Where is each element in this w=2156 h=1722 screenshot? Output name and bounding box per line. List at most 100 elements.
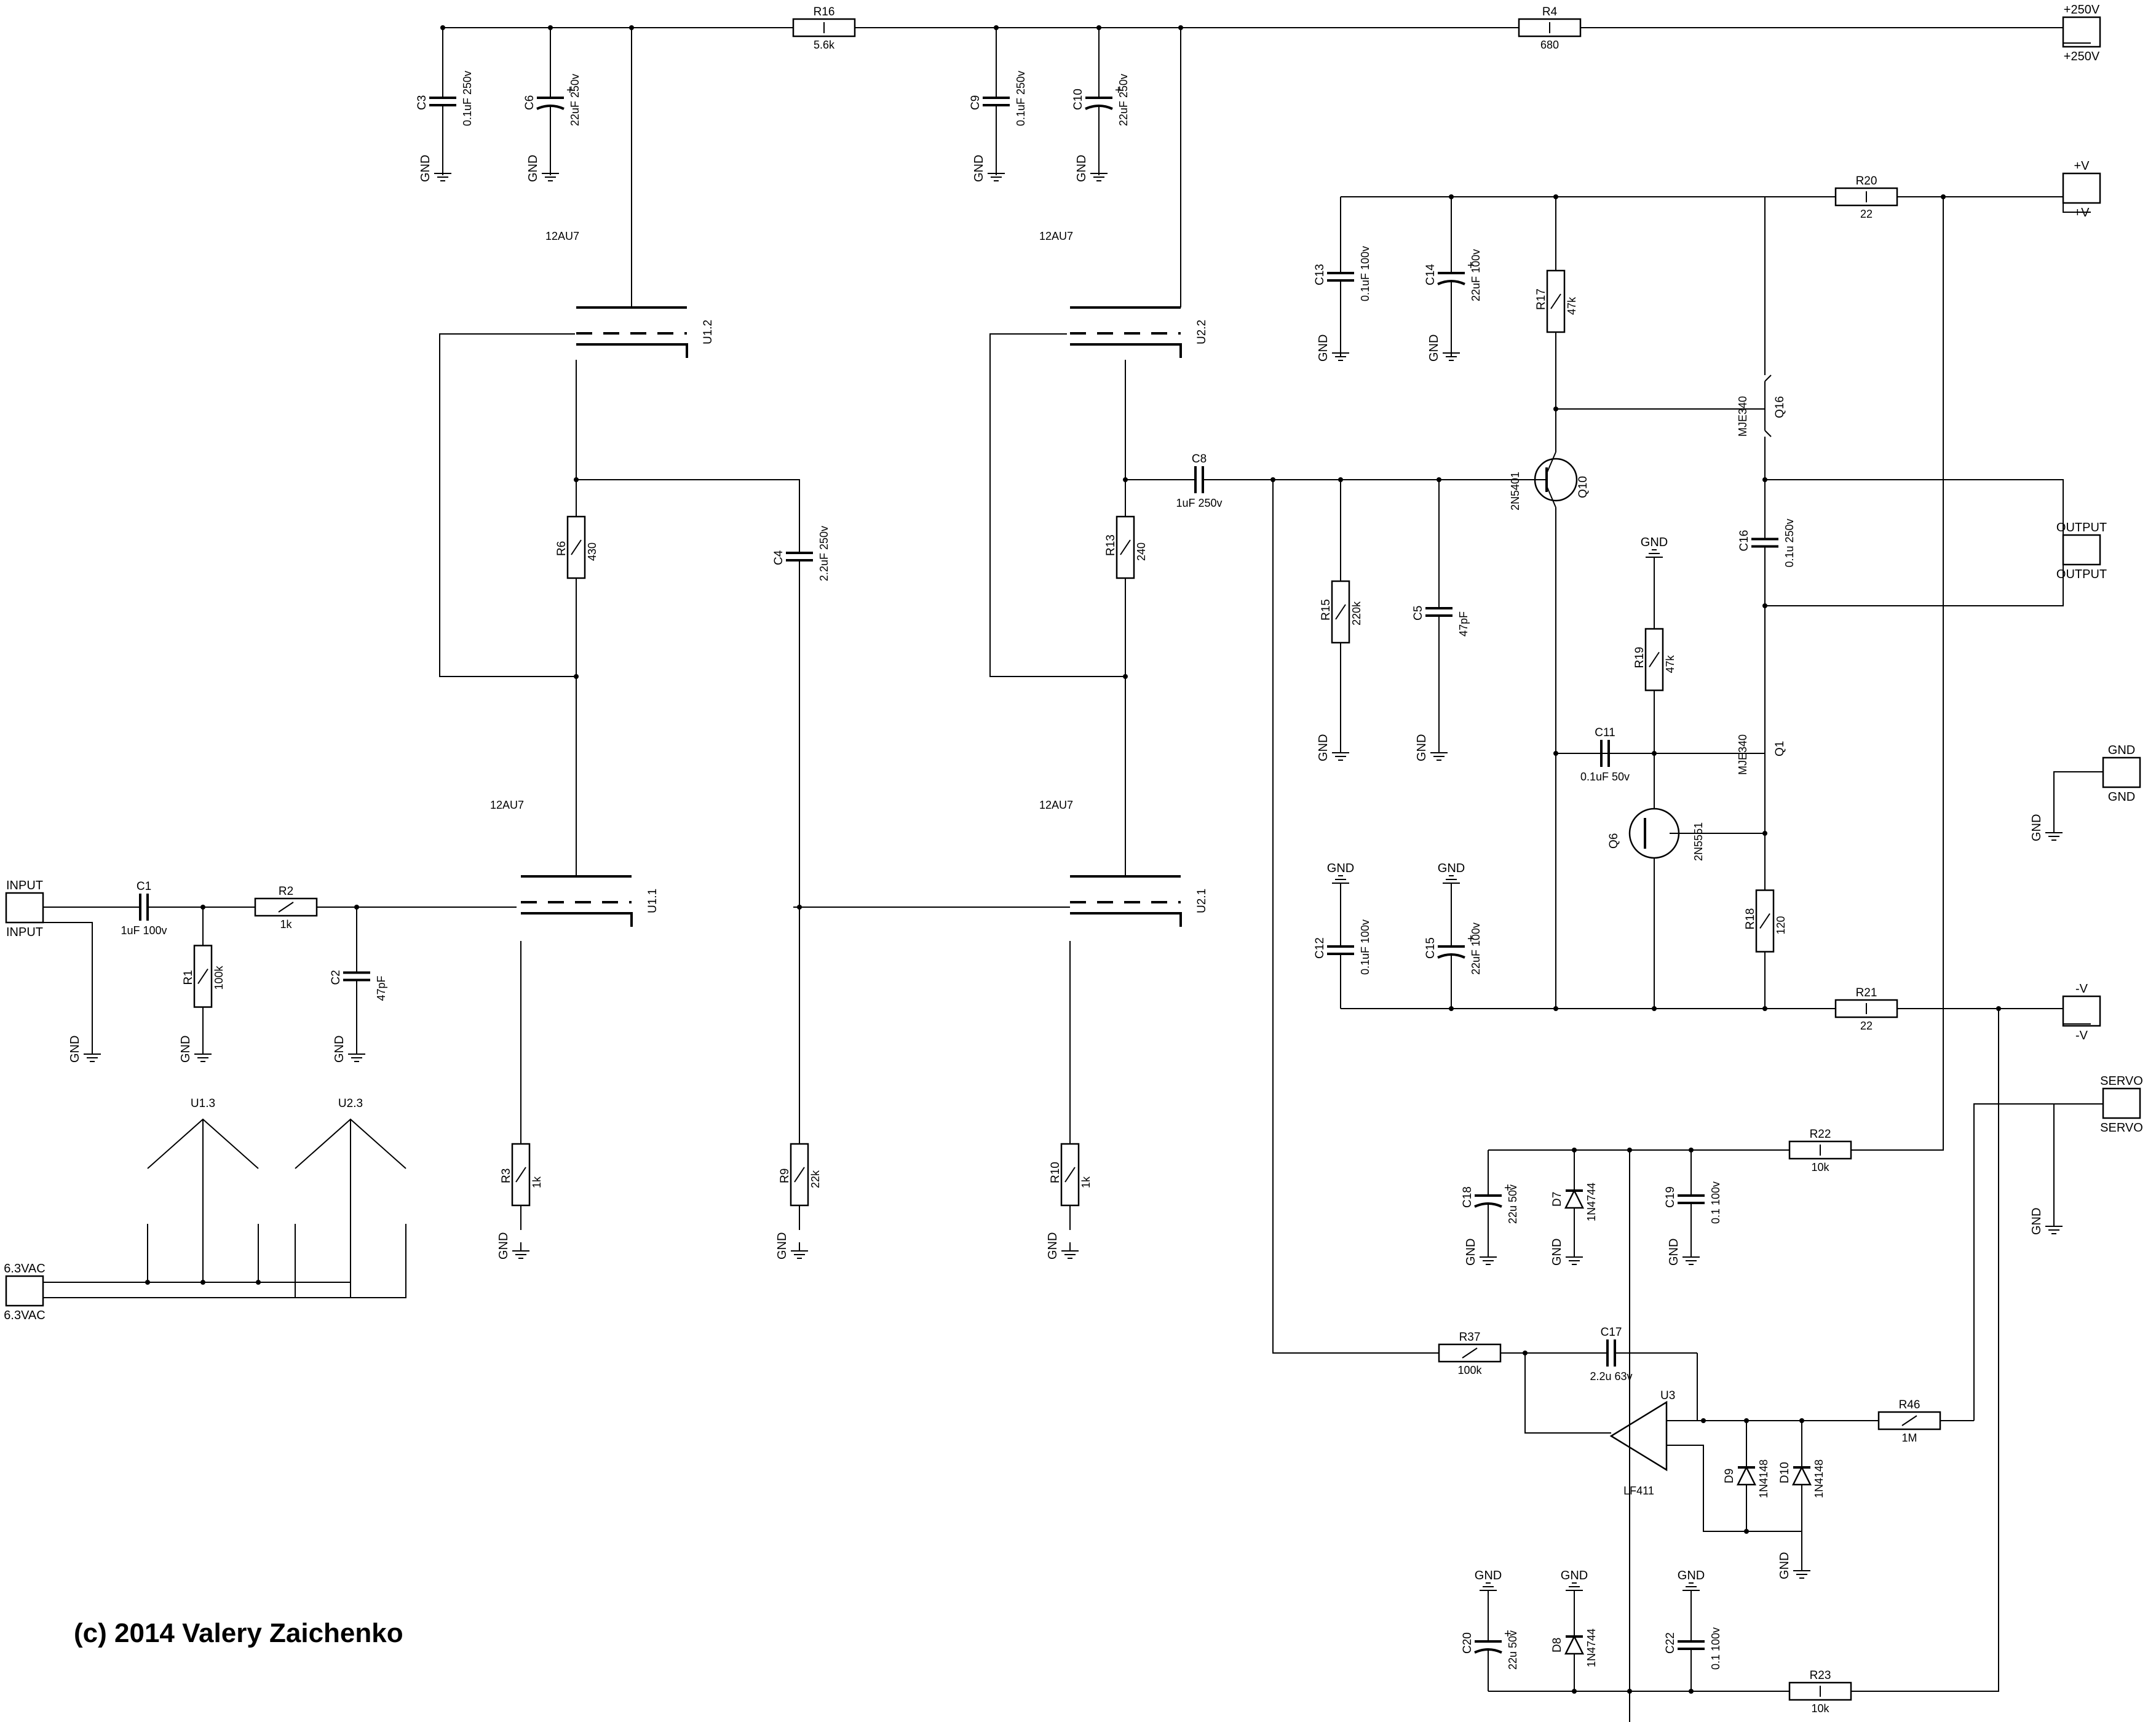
capacitor-value: 0.1uF 250v bbox=[461, 71, 474, 126]
capacitor-value: 22u 50v bbox=[1507, 1630, 1519, 1670]
tube-u1-3: U1.3 bbox=[147, 1097, 259, 1224]
resistor-value: 10k bbox=[1811, 1702, 1829, 1715]
resistor-ref: R23 bbox=[1810, 1669, 1831, 1682]
connector-label: OUTPUT bbox=[2056, 521, 2107, 534]
wire bbox=[2053, 771, 2103, 824]
wire bbox=[1765, 479, 2064, 535]
resistor-ref: R19 bbox=[1633, 647, 1646, 669]
capacitor-ref: C1 bbox=[137, 880, 151, 893]
ground-symbol: GND bbox=[1561, 1569, 1588, 1599]
resistor-value: 1k bbox=[1080, 1176, 1092, 1188]
connector-label: 6.3VAC bbox=[4, 1262, 45, 1276]
plus-sign: + bbox=[566, 84, 574, 97]
ground-symbol: GND bbox=[1778, 1552, 1810, 1579]
ground-label: GND bbox=[1046, 1232, 1060, 1260]
connector-label: -V bbox=[2075, 1029, 2088, 1042]
resistor-value: 47k bbox=[1566, 296, 1578, 315]
ground-symbol: GND bbox=[1641, 536, 1668, 566]
junction-dot bbox=[574, 674, 579, 679]
ground-label: GND bbox=[419, 155, 432, 182]
ground-label: GND bbox=[1438, 862, 1465, 875]
resistor-ref: R13 bbox=[1104, 534, 1117, 556]
tube-type: 12AU7 bbox=[1039, 799, 1073, 811]
ground-symbol: GND bbox=[333, 1036, 365, 1063]
capacitor-ref: C18 bbox=[1461, 1186, 1474, 1208]
capacitor-value: 22uF 100v bbox=[1470, 249, 1482, 301]
ground-label: GND bbox=[1317, 734, 1330, 761]
opamp-value: LF411 bbox=[1623, 1485, 1654, 1497]
junction-dot bbox=[1744, 1529, 1749, 1534]
resistor-value: 22k bbox=[809, 1170, 822, 1188]
resistor-value: 430 bbox=[586, 542, 598, 561]
capacitor-ref: C2 bbox=[330, 970, 343, 985]
tube-ref: U1.1 bbox=[646, 889, 659, 913]
resistor-ref: R46 bbox=[1899, 1399, 1920, 1411]
connector-label: +V bbox=[2074, 159, 2090, 173]
capacitor-value: 2.2u 63v bbox=[1590, 1370, 1632, 1383]
wire bbox=[43, 1224, 406, 1298]
capacitor-ref: C4 bbox=[772, 550, 785, 565]
capacitor-ref: C6 bbox=[523, 95, 536, 110]
ground-label: GND bbox=[1327, 862, 1354, 875]
resistor-r46: R46 1M bbox=[1845, 1399, 1974, 1444]
resistor-value: 220k bbox=[1350, 601, 1363, 625]
ground-symbol: GND bbox=[1667, 1239, 1700, 1266]
capacitor-ref: C5 bbox=[1412, 606, 1425, 621]
ground-symbol: GND bbox=[1327, 862, 1354, 892]
capacitor-ref: C15 bbox=[1424, 937, 1437, 959]
ground-label: GND bbox=[1641, 536, 1668, 549]
capacitor-value: 0.1uF 50v bbox=[1580, 771, 1630, 783]
wire bbox=[1524, 1353, 1611, 1434]
ground-label: GND bbox=[1561, 1569, 1588, 1582]
ground-symbol: GND bbox=[2030, 814, 2063, 841]
junction-dot bbox=[1572, 1689, 1577, 1694]
capacitor-ref: C19 bbox=[1664, 1186, 1677, 1208]
resistor-value: 120 bbox=[1775, 916, 1787, 934]
resistor-ref: R15 bbox=[1320, 599, 1333, 621]
connector-label: SERVO bbox=[2100, 1074, 2143, 1088]
resistor-value: 680 bbox=[1540, 39, 1559, 51]
junction-dot bbox=[256, 1280, 261, 1285]
capacitor-value: 0.1 100v bbox=[1710, 1627, 1722, 1670]
capacitor-value: 22uF 250v bbox=[1117, 74, 1130, 126]
capacitor-ref: C16 bbox=[1738, 530, 1751, 552]
ground-label: GND bbox=[1415, 734, 1429, 761]
resistor-value: 1M bbox=[1901, 1432, 1917, 1444]
copyright-text: (c) 2014 Valery Zaichenko bbox=[74, 1618, 403, 1648]
junction-dot bbox=[1689, 1689, 1694, 1694]
tube-ref: U1.3 bbox=[191, 1097, 215, 1110]
connector-nv: -V-V bbox=[2062, 982, 2101, 1042]
ground-symbol: GND bbox=[68, 1036, 101, 1063]
diode-ref: D7 bbox=[1551, 1192, 1564, 1207]
junction-dot bbox=[1123, 674, 1128, 679]
ground-symbol: GND bbox=[1317, 734, 1349, 761]
capacitor-ref: C14 bbox=[1424, 264, 1437, 285]
wire bbox=[2063, 1009, 2091, 1025]
connector-label: GND bbox=[2108, 744, 2135, 757]
capacitor-ref: C12 bbox=[1314, 937, 1326, 959]
ground-symbol: GND bbox=[1464, 1239, 1497, 1266]
ground-label: GND bbox=[1678, 1569, 1705, 1582]
tube-ref: U2.3 bbox=[338, 1097, 363, 1110]
resistor-ref: R2 bbox=[279, 885, 293, 898]
transistor-value: 2N5551 bbox=[1692, 822, 1705, 861]
